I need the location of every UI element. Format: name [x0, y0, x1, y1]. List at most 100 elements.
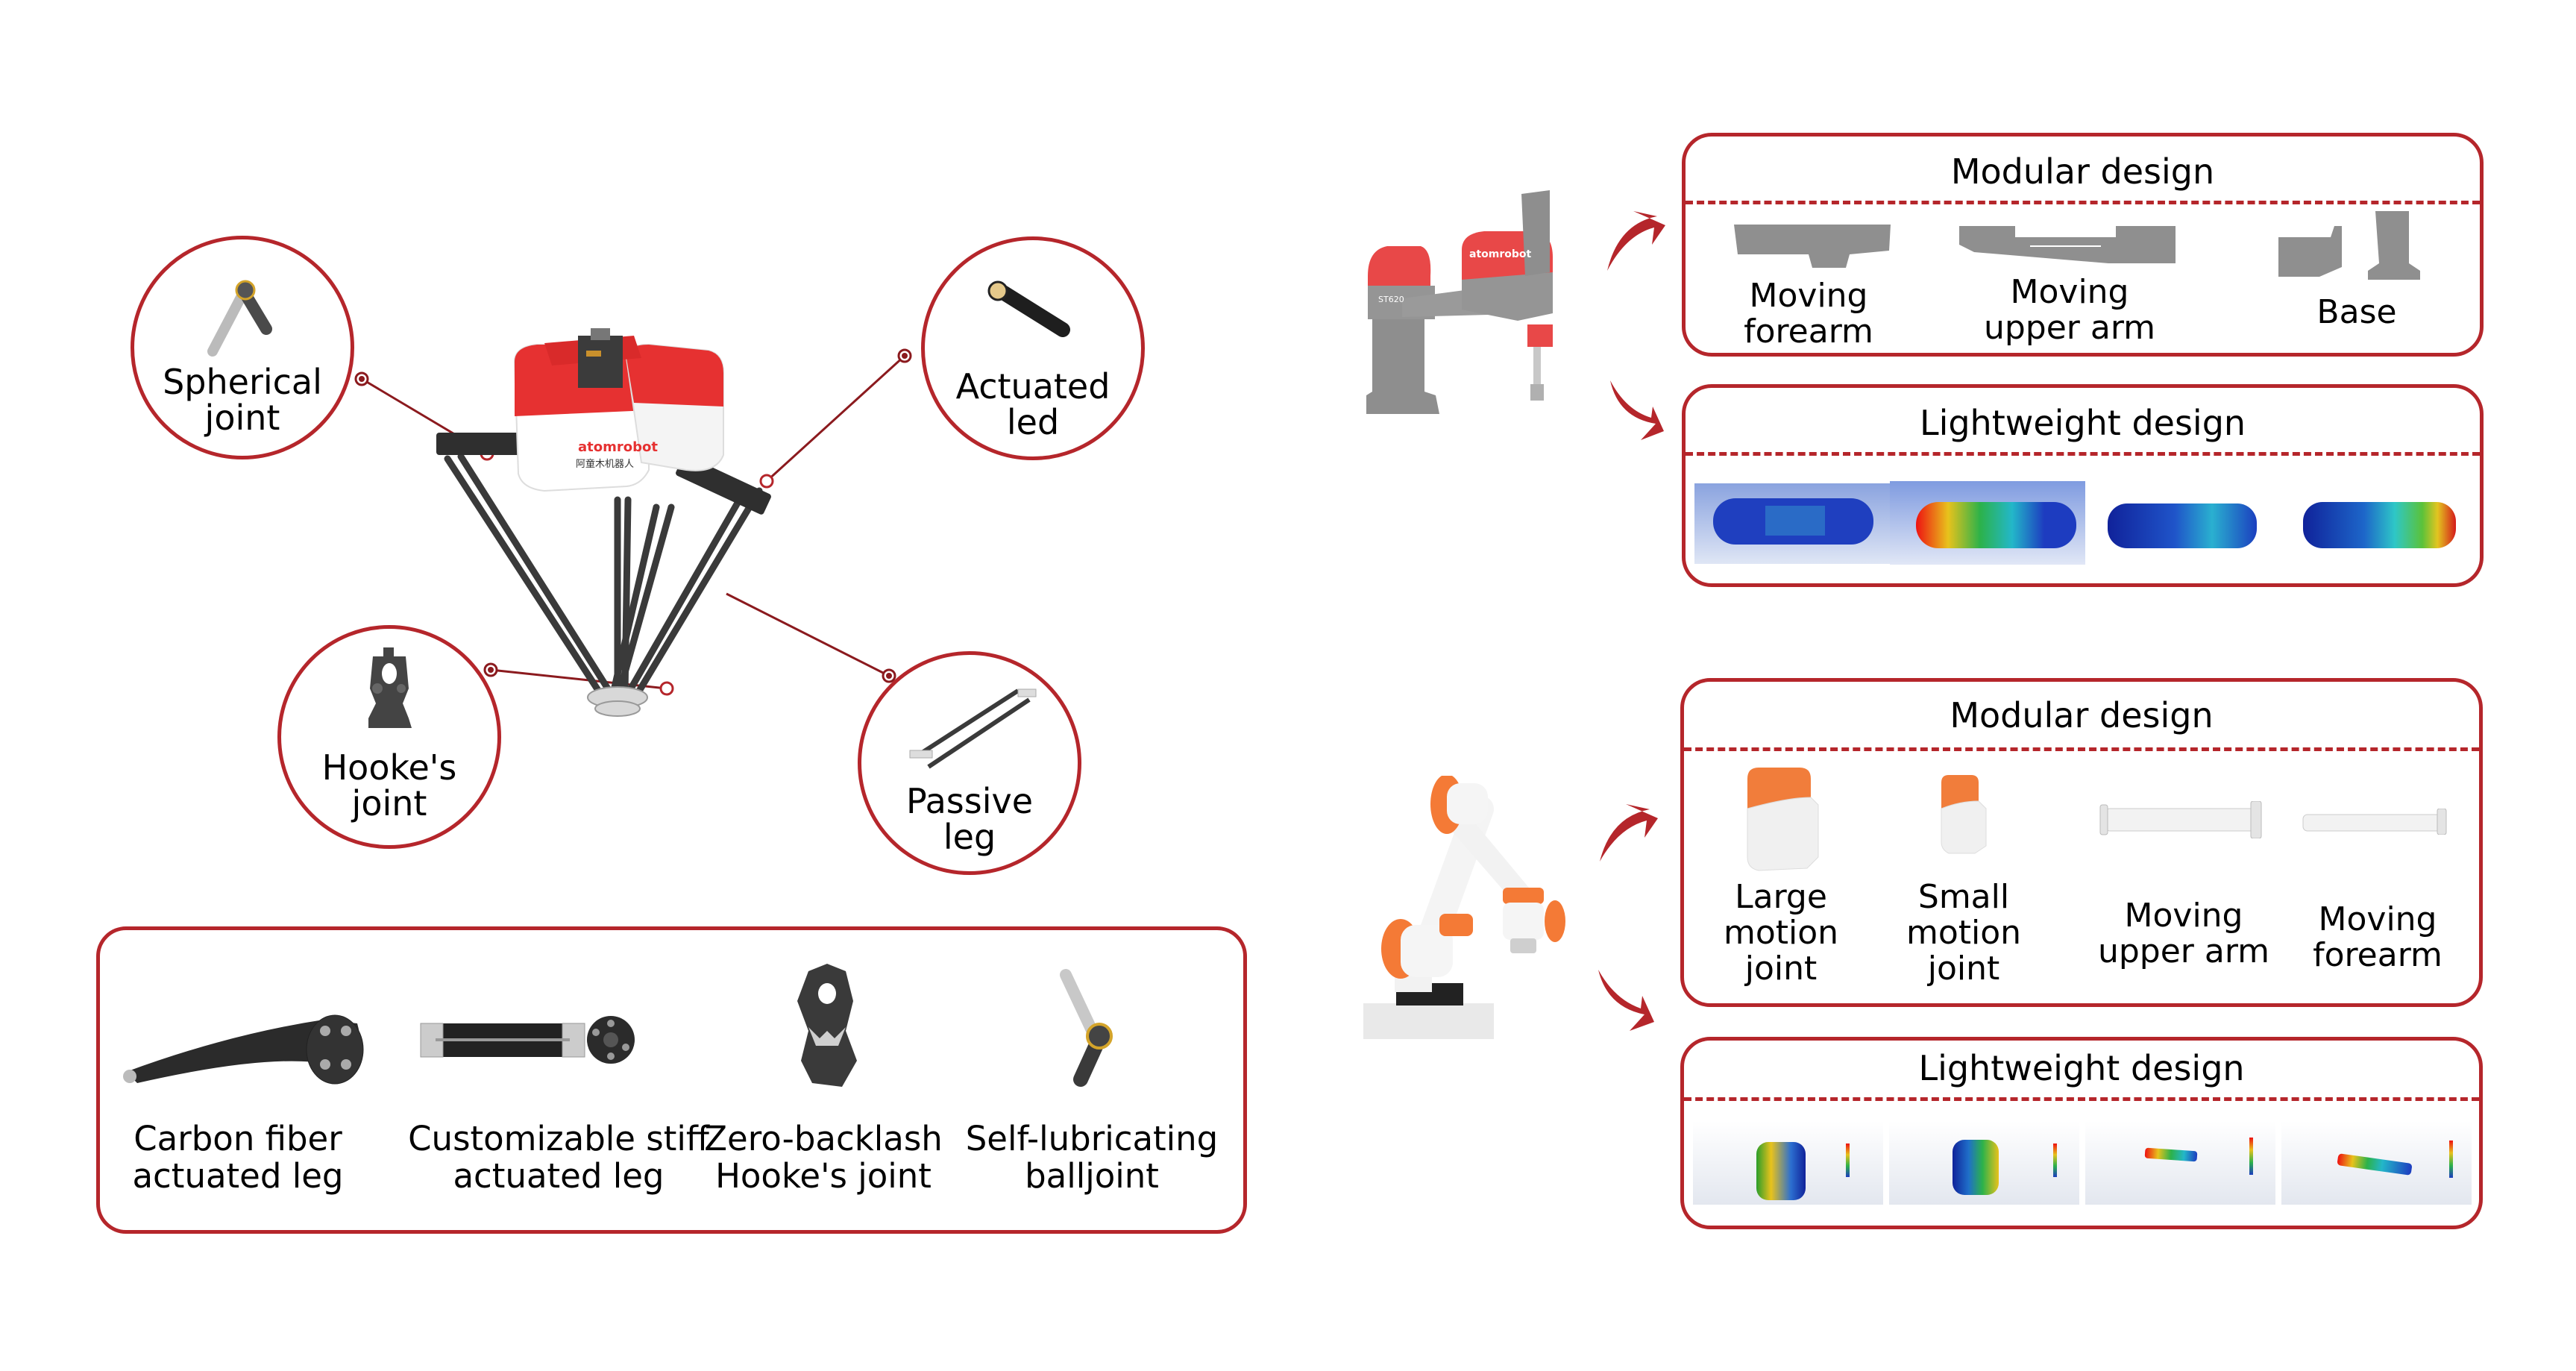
component-label-stiff-leg: Customizable stiff actuated leg [395, 1120, 723, 1195]
cobot-robot-illustration [1363, 776, 1565, 1039]
callout-label-line1: Spherical [163, 362, 322, 402]
scara-lightweight-title: Lightweight design [1919, 403, 2246, 443]
part-label-large-motion-joint: Large motion joint [1706, 879, 1856, 987]
dashed-divider [1686, 452, 2480, 456]
label-line1: Base [2316, 293, 2397, 331]
arrow-down-cobot [1598, 970, 1654, 1031]
callout-actuated-leg: Actuated led [921, 236, 1145, 460]
scara-model-text: ST620 [1378, 295, 1404, 304]
dashed-divider [1684, 747, 2479, 751]
label-line2: motion [1723, 914, 1839, 952]
cobot-lightweight-design-box: Lightweight design [1680, 1037, 2483, 1229]
dot-passive-inner [886, 673, 892, 679]
callout-spherical-joint: Spherical joint [131, 236, 354, 459]
fea-thumbnail-1 [1693, 1121, 1883, 1205]
stiff-leg-icon [420, 1016, 635, 1064]
arrow-up-cobot [1600, 804, 1658, 862]
scara-brand-text: atomrobot [1469, 248, 1532, 260]
dot-spherical-inner [359, 376, 365, 382]
small-motion-joint-part [1941, 775, 1987, 854]
part-label-moving-upper-arm: Moving upper arm [1969, 274, 2170, 346]
component-label-balljoint: Self-lubricating balljoint [950, 1120, 1234, 1195]
hookes-joint-icon [368, 647, 412, 728]
actuated-leg-icon [987, 280, 1070, 337]
callout-hookes-joint: Hooke's joint [277, 625, 501, 849]
leader-line-hookes [490, 668, 667, 690]
balljoint-icon [1060, 969, 1113, 1087]
label-line1: Moving [2010, 273, 2129, 311]
callout-label-line2: leg [943, 817, 996, 857]
leader-line-actuated [765, 354, 906, 483]
callout-label-line2: led [1006, 402, 1060, 442]
callout-label-line1: Actuated [955, 366, 1110, 407]
label-line2: upper arm [1983, 309, 2156, 347]
dot-actuated-end [759, 474, 774, 489]
moving-forearm-tube-part [2302, 809, 2447, 835]
label-line1: Self-lubricating [965, 1119, 1219, 1158]
part-label-base: Base [2290, 295, 2424, 330]
label-line2: balljoint [1025, 1156, 1159, 1196]
components-panel: Carbon fiber actuated leg Customizable s… [96, 926, 1247, 1234]
moving-forearm-part [1734, 225, 1891, 268]
dashed-divider [1686, 201, 2480, 204]
callout-label-line1: Hooke's [321, 747, 457, 788]
label-line2: forearm [1744, 313, 1873, 351]
delta-brand-text-cn: 阿童木机器人 [576, 458, 634, 470]
cobot-lightweight-title: Lightweight design [1918, 1048, 2245, 1088]
scara-lightweight-design-box: Lightweight design [1682, 384, 2484, 587]
callout-passive-leg: Passive leg [858, 651, 1081, 875]
label-line3: joint [1927, 950, 2000, 988]
label-line1: Small [1917, 878, 2010, 916]
fea-thumbnail-4 [2281, 1121, 2472, 1205]
label-line2: upper arm [2097, 932, 2270, 970]
label-line1: Zero-backlash [704, 1119, 943, 1158]
part-label-small-motion-joint: Small motion joint [1889, 879, 2038, 987]
part-label-moving-forearm: Moving forearm [2303, 902, 2452, 973]
arrow-down-scara [1610, 380, 1664, 440]
delta-robot-illustration: atomrobot 阿童木机器人 [436, 328, 771, 717]
dot-hookes-end [659, 681, 674, 696]
label-line1: Moving [2318, 900, 2437, 938]
label-line3: joint [1744, 950, 1818, 988]
dot-hookes-inner [488, 667, 494, 673]
fea-thumbnail-2 [1890, 481, 2085, 565]
passive-leg-icon [909, 688, 1037, 769]
label-line2: actuated leg [132, 1156, 344, 1196]
label-line2: Hooke's joint [715, 1156, 932, 1196]
dot-actuated-inner [902, 353, 908, 359]
component-label-hookes-joint: Zero-backlash Hooke's joint [682, 1120, 965, 1195]
dashed-divider [1684, 1097, 2479, 1101]
component-label-carbon-fiber: Carbon fiber actuated leg [96, 1120, 380, 1195]
spherical-joint-icon [207, 280, 272, 357]
large-motion-joint-part [1747, 768, 1819, 871]
cobot-modular-title: Modular design [1950, 695, 2214, 735]
label-line2: actuated leg [453, 1156, 665, 1196]
part-label-moving-upper-arm: Moving upper arm [2087, 898, 2281, 970]
moving-upper-arm-part [1959, 226, 2176, 263]
fea-thumbnail-3 [2085, 481, 2281, 565]
cobot-modular-design-box: Modular design Large motion joint Small … [1680, 678, 2483, 1007]
fea-thumbnail-3 [2085, 1121, 2275, 1205]
label-line1: Moving [1749, 277, 1868, 315]
label-line1: Large [1735, 878, 1827, 916]
callout-label-line2: joint [351, 783, 427, 823]
callout-label-line2: joint [204, 398, 280, 438]
arrow-up-scara [1607, 211, 1665, 271]
scara-robot-illustration: atomrobot ST620 [1366, 190, 1553, 414]
carbon-fiber-leg-icon [123, 1014, 364, 1085]
callout-label-line1: Passive [905, 781, 1034, 821]
hookes-joint-detail-icon [797, 964, 857, 1087]
scara-modular-title: Modular design [1950, 151, 2215, 192]
scara-modular-design-box: Modular design Moving forearm Moving upp… [1682, 133, 2484, 357]
part-label-moving-forearm: Moving forearm [1715, 278, 1902, 350]
fea-thumbnail-2 [1889, 1121, 2079, 1205]
label-line2: forearm [2313, 936, 2443, 974]
fea-thumbnail-4 [2281, 481, 2476, 565]
label-line2: motion [1906, 914, 2022, 952]
leader-line-passive [726, 592, 890, 677]
base-part [2278, 211, 2420, 280]
fea-thumbnail-1 [1694, 483, 1890, 564]
label-line1: Customizable stiff [408, 1119, 709, 1158]
label-line1: Moving [2124, 897, 2243, 935]
moving-upper-arm-tube-part [2099, 801, 2262, 838]
